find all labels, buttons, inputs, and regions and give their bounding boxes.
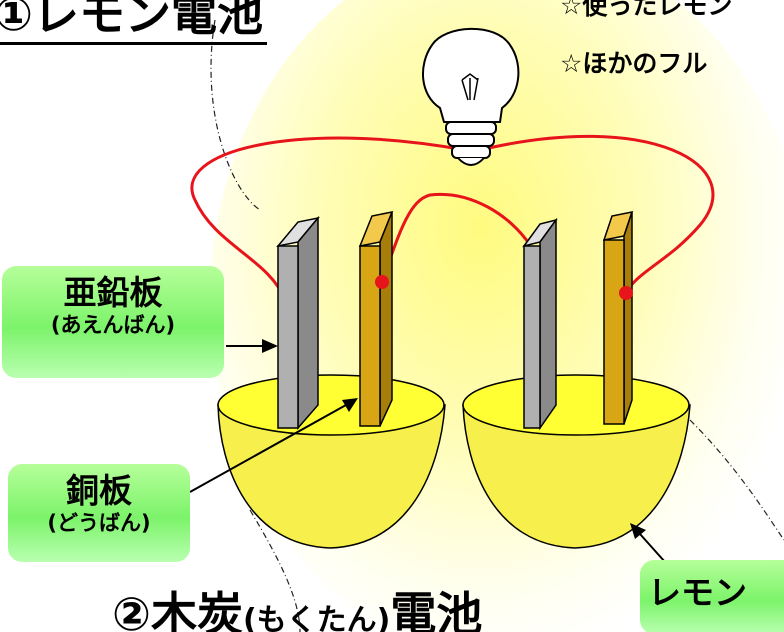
- section-2-title: ②木炭(もくたん)電池: [112, 578, 482, 632]
- page-title: ①レモン電池: [0, 0, 267, 45]
- copper-plate-left: [358, 210, 394, 427]
- light-bulb-icon: [421, 27, 520, 166]
- section-2-suffix: 電池: [390, 587, 483, 632]
- zinc-label-reading: (あえんばん): [50, 313, 176, 337]
- wire-outer-left: [190, 136, 466, 301]
- copper-label-main: 銅板: [66, 471, 132, 510]
- section-2-reading: (もくたん): [242, 603, 391, 632]
- terminal-dot-right: [619, 286, 633, 300]
- guide-arc-bottom: [249, 509, 301, 632]
- zinc-plate-left: [276, 215, 320, 431]
- guide-arc-right: [689, 419, 784, 541]
- copper-label-reading: (どうばん): [47, 511, 151, 535]
- zinc-label-main: 亜鉛板: [63, 273, 163, 312]
- copper-plate-right: [602, 211, 634, 425]
- terminal-dot-left: [375, 275, 389, 289]
- lemon-right: [462, 374, 691, 549]
- arrow-copper: [189, 398, 358, 493]
- arrow-zinc: [226, 339, 278, 353]
- section-2-prefix: ②木炭: [112, 587, 243, 632]
- lemon-label: レモン: [640, 560, 784, 632]
- note-line-1: ☆使ったレモン: [560, 0, 733, 20]
- zinc-plate-label: 亜鉛板 (あえんばん): [2, 266, 224, 378]
- wire-outer-right: [479, 134, 715, 293]
- zinc-plate-right: [522, 217, 558, 431]
- copper-plate-label: 銅板 (どうばん): [8, 464, 190, 562]
- lemon-left: [217, 374, 446, 549]
- note-line-2: ☆ほかのフル: [560, 49, 708, 78]
- wire-inner: [380, 192, 532, 283]
- guide-arc-left: [210, 19, 261, 211]
